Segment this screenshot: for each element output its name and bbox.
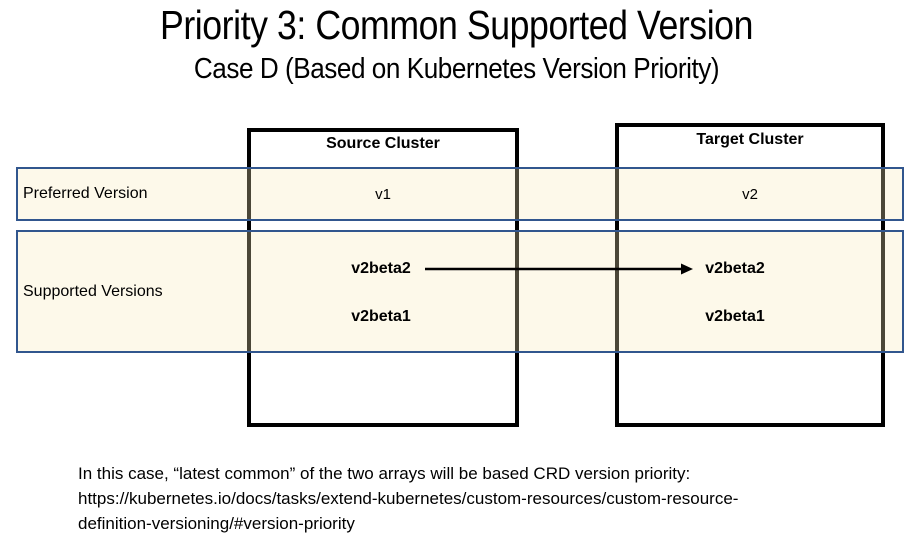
version-mapping-arrow [425, 263, 693, 275]
source-supported-version-0: v2beta2 [351, 260, 411, 277]
footer-sentence: In this case, “latest common” of the two… [78, 464, 691, 483]
footer-note: In this case, “latest common” of the two… [78, 461, 878, 536]
source-preferred-version-value: v1 [375, 186, 391, 203]
preferred-version-label: Preferred Version [23, 185, 148, 202]
slide-title: Priority 3: Common Supported Version [159, 2, 753, 48]
arrowhead-icon [681, 263, 693, 275]
source-cluster-box [247, 128, 519, 427]
footer-url-line2: definition-versioning/#version-priority [78, 514, 355, 533]
target-cluster-header: Target Cluster [696, 131, 804, 148]
target-supported-version-0: v2beta2 [705, 260, 765, 277]
preferred-version-row [16, 167, 904, 221]
target-cluster-box [615, 123, 885, 427]
footer-url-line1: https://kubernetes.io/docs/tasks/extend-… [78, 489, 739, 508]
source-cluster-header: Source Cluster [326, 135, 440, 152]
slide-subtitle: Case D (Based on Kubernetes Version Prio… [193, 53, 720, 85]
target-supported-version-1: v2beta1 [705, 308, 765, 325]
target-preferred-version-value: v2 [742, 186, 758, 203]
source-supported-version-1: v2beta1 [351, 308, 411, 325]
supported-versions-label: Supported Versions [23, 283, 163, 300]
supported-versions-row [16, 230, 904, 353]
